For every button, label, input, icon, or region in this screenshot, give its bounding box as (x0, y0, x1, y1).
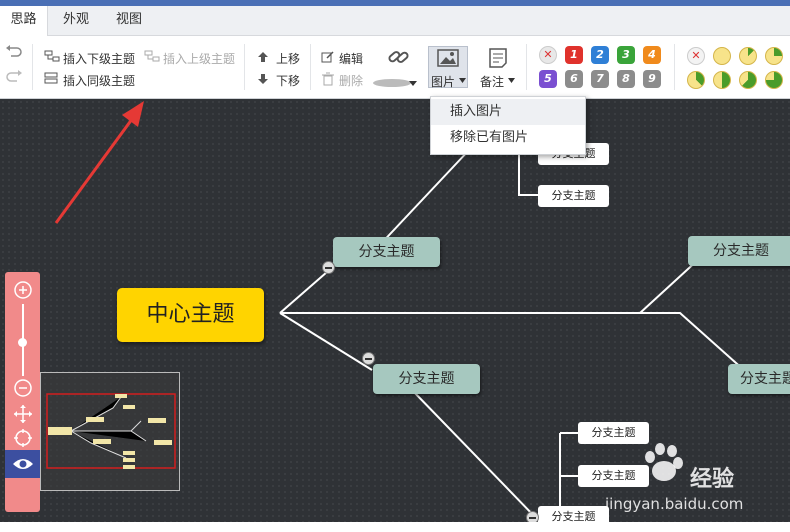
note-icon (489, 48, 507, 68)
move-canvas-icon[interactable] (13, 404, 33, 424)
menu-item-remove-image[interactable]: 移除已有图片 (450, 130, 529, 145)
toolbar-divider (32, 44, 33, 90)
zoom-out-icon[interactable] (13, 378, 33, 398)
chevron-down-icon (459, 78, 466, 83)
priority-badge[interactable]: 8 (617, 70, 635, 88)
image-dropdown-button[interactable]: 图片 (431, 75, 456, 89)
priority-badge[interactable]: 5 (539, 70, 557, 88)
delete-button[interactable]: 删除 (339, 74, 364, 88)
collapse-toggle[interactable] (362, 352, 375, 365)
minimap[interactable] (40, 372, 180, 491)
window-accent-bar (0, 0, 790, 6)
chevron-down-icon (508, 78, 515, 83)
branch-topic[interactable]: 分支主题 (333, 237, 440, 267)
priority-badge[interactable]: ✕ (539, 46, 557, 64)
center-locate-icon[interactable] (13, 428, 33, 448)
priority-badge[interactable]: 3 (617, 46, 635, 64)
zoom-in-icon[interactable] (13, 280, 33, 300)
toolbar-divider (674, 44, 675, 90)
move-down-button[interactable]: 下移 (276, 74, 301, 88)
progress-icon[interactable] (739, 71, 757, 89)
tab-mindmap[interactable]: 思路 (0, 6, 48, 36)
annotation-arrow (54, 101, 144, 224)
status-bar (0, 522, 790, 532)
branch-topic[interactable]: 分支主题 (373, 364, 480, 394)
central-topic[interactable]: 中心主题 (117, 288, 264, 342)
progress-icon[interactable]: ✕ (687, 47, 705, 65)
ribbon-tabs: 思路 外观 视图 (0, 6, 790, 36)
insert-sibling-button[interactable]: 插入同级主题 (63, 74, 136, 88)
progress-icon[interactable] (713, 47, 731, 65)
undo-icon[interactable] (5, 45, 23, 59)
arrow-up-icon (258, 52, 268, 62)
image-icon (437, 49, 459, 67)
watermark-brand: 经验 (690, 467, 735, 492)
toolbar-divider (526, 44, 527, 90)
priority-badge[interactable]: 4 (643, 46, 661, 64)
move-up-button[interactable]: 上移 (276, 52, 301, 66)
insert-parent-button[interactable]: 插入上级主题 (163, 52, 236, 66)
branch-topic[interactable]: 分支主题 (728, 364, 790, 394)
branch-topic[interactable]: 分支主题 (688, 236, 790, 266)
zoom-slider-handle[interactable] (18, 338, 27, 347)
progress-icon[interactable] (765, 71, 783, 89)
priority-badge[interactable]: 1 (565, 46, 583, 64)
insert-child-button[interactable]: 插入下级主题 (63, 52, 136, 66)
subtopic[interactable]: 分支主题 (578, 465, 649, 487)
collapse-toggle[interactable] (322, 261, 335, 274)
priority-badge[interactable]: 6 (565, 70, 583, 88)
minimap-preview (46, 393, 176, 469)
edit-button[interactable]: 编辑 (339, 52, 364, 66)
link-icon[interactable] (387, 46, 411, 68)
image-dropdown-menu: 插入图片 移除已有图片 (430, 96, 586, 155)
insert-child-icon (44, 50, 60, 62)
minimap-toggle[interactable] (5, 450, 40, 478)
insert-sibling-icon (44, 72, 58, 84)
zoom-panel (5, 272, 40, 512)
redo-icon[interactable] (5, 70, 23, 84)
menu-item-insert-image[interactable]: 插入图片 (431, 99, 585, 125)
subtopic[interactable]: 分支主题 (538, 185, 609, 207)
note-dropdown-button[interactable]: 备注 (480, 75, 505, 89)
insert-parent-icon (144, 50, 160, 62)
subtopic[interactable]: 分支主题 (578, 422, 649, 444)
priority-badge[interactable]: 7 (591, 70, 609, 88)
branch-lines (279, 148, 746, 520)
toolbar-divider (244, 44, 245, 90)
ribbon-toolbar: 插入下级主题 插入上级主题 插入同级主题 上移 下移 编辑 删除 图片 备注 ✕… (0, 36, 790, 99)
progress-icon[interactable] (739, 47, 757, 65)
link-dropdown-icon[interactable] (372, 78, 418, 88)
tab-appearance[interactable]: 外观 (62, 12, 89, 27)
priority-badge[interactable]: 2 (591, 46, 609, 64)
progress-icon[interactable] (713, 71, 731, 89)
paw-logo-icon (645, 443, 683, 481)
progress-icon[interactable] (687, 71, 705, 89)
toolbar-divider (310, 44, 311, 90)
arrow-down-icon (258, 74, 268, 84)
image-button-pressed[interactable] (428, 46, 468, 88)
trash-icon (322, 72, 334, 86)
watermark-site: jingyan.baidu.com (605, 495, 744, 513)
edit-icon (321, 51, 334, 63)
eye-icon (13, 459, 33, 469)
tab-view[interactable]: 视图 (115, 12, 142, 27)
progress-icon[interactable] (765, 47, 783, 65)
priority-badge[interactable]: 9 (643, 70, 661, 88)
